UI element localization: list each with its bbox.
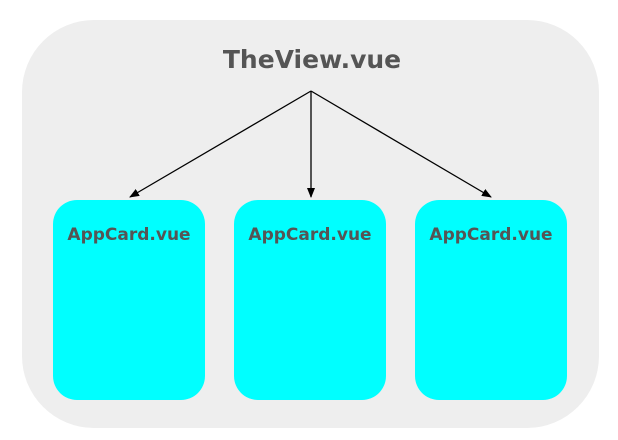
child-card-2: AppCard.vue (234, 200, 386, 400)
child-card-3: AppCard.vue (415, 200, 567, 400)
parent-component-label: TheView.vue (222, 45, 402, 74)
child-card-label: AppCard.vue (248, 225, 372, 245)
child-card-1: AppCard.vue (53, 200, 205, 400)
child-card-label: AppCard.vue (429, 225, 553, 245)
child-card-label: AppCard.vue (67, 225, 191, 245)
